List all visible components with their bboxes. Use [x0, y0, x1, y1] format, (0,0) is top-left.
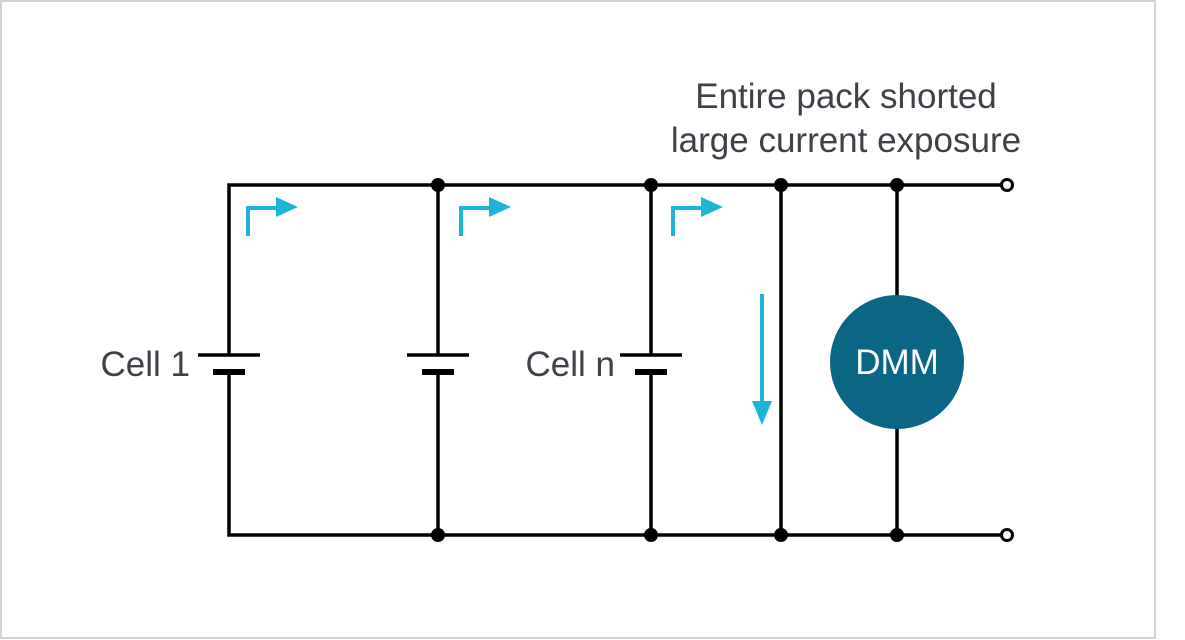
junction-dot	[774, 178, 788, 192]
title-line-1: Entire pack shorted	[695, 77, 997, 116]
junction-dot	[431, 178, 445, 192]
arrowhead-icon	[489, 197, 511, 217]
arrowhead-icon	[276, 197, 298, 217]
current-arrow-icon	[246, 206, 278, 236]
negative-terminal	[1000, 528, 1014, 542]
junction-dot	[644, 528, 658, 542]
top-rail-wire	[227, 183, 1001, 355]
cell-2-battery-icon	[407, 353, 469, 375]
arrowhead-icon	[701, 197, 723, 217]
current-arrow-icon	[671, 206, 703, 236]
cell-n-label: Cell n	[526, 345, 615, 384]
junction-dot	[644, 178, 658, 192]
bottom-rail-wire	[227, 372, 1001, 537]
dmm-meter	[830, 295, 964, 429]
junction-dot	[774, 528, 788, 542]
junction-dot	[431, 528, 445, 542]
title-line-2: large current exposure	[671, 121, 1021, 160]
down-arrowhead-icon	[752, 401, 772, 425]
junction-dot	[890, 178, 904, 192]
positive-terminal	[1000, 178, 1014, 192]
cell-n-battery-icon	[620, 353, 682, 375]
dmm-label: DMM	[855, 343, 939, 382]
current-arrow-icon	[459, 206, 491, 236]
cell-1-battery-icon	[198, 353, 260, 375]
diagram-frame	[0, 0, 1156, 639]
junction-dot	[890, 528, 904, 542]
cell-1-label: Cell 1	[101, 345, 190, 384]
